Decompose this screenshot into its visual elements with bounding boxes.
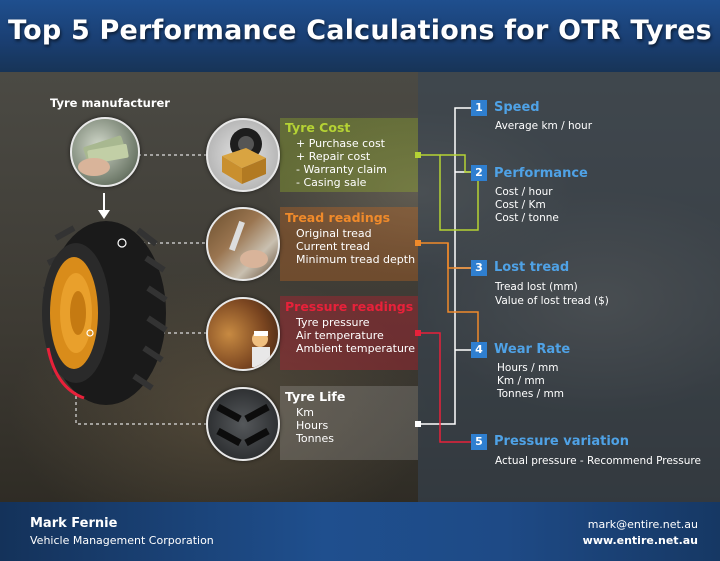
band-tyre-cost bbox=[280, 118, 418, 192]
calc-number: 5 bbox=[471, 434, 487, 450]
calc-line: Value of lost tread ($) bbox=[495, 295, 609, 307]
category-title-tread-readings: Tread readings bbox=[285, 210, 391, 225]
tyre-cost-item: + Purchase cost bbox=[296, 137, 385, 150]
tyre-life-item: Hours bbox=[296, 419, 329, 432]
footer-bar: Mark Fernie Vehicle Management Corporati… bbox=[0, 502, 720, 561]
tread-gauge-icon bbox=[206, 207, 280, 281]
category-title-tyre-cost: Tyre Cost bbox=[285, 120, 351, 135]
tyre-cost-item: - Casing sale bbox=[296, 176, 367, 189]
band-tread-readings bbox=[280, 207, 418, 281]
pressure-gauge-icon bbox=[206, 297, 280, 371]
tyre-box-icon bbox=[206, 118, 280, 192]
tyre-cost-item: - Warranty claim bbox=[296, 163, 387, 176]
calc-line: Km / mm bbox=[497, 375, 545, 387]
calc-line: Tonnes / mm bbox=[497, 388, 564, 400]
header-bar: Top 5 Performance Calculations for OTR T… bbox=[0, 0, 720, 72]
tyre-cost-item: + Repair cost bbox=[296, 150, 371, 163]
pressure-item: Air temperature bbox=[296, 329, 384, 342]
calc-line: Cost / hour bbox=[495, 186, 553, 198]
website-link[interactable]: www.entire.net.au bbox=[582, 534, 698, 547]
tread-item: Minimum tread depth bbox=[296, 253, 416, 266]
manufacturer-label: Tyre manufacturer bbox=[50, 96, 170, 110]
calc-line: Average km / hour bbox=[495, 120, 593, 132]
category-title-tyre-life: Tyre Life bbox=[285, 389, 346, 404]
calc-title-speed: Speed bbox=[494, 100, 540, 115]
tread-item: Original tread bbox=[296, 227, 372, 240]
tyre-life-item: Km bbox=[296, 406, 314, 419]
calc-line: Actual pressure - Recommend Pressure bbox=[495, 455, 701, 467]
money-hand-icon bbox=[70, 117, 140, 187]
otr-tyre-icon bbox=[34, 218, 168, 408]
band-tyre-life bbox=[280, 386, 418, 460]
pressure-item: Ambient temperature bbox=[296, 342, 415, 355]
calculations-panel bbox=[418, 72, 720, 502]
category-title-pressure-readings: Pressure readings bbox=[285, 299, 414, 314]
author-name: Mark Fernie bbox=[30, 516, 118, 531]
calc-title-wear-rate: Wear Rate bbox=[494, 342, 571, 357]
email-link[interactable]: mark@entire.net.au bbox=[587, 518, 698, 531]
calc-line: Hours / mm bbox=[497, 362, 559, 374]
calc-line: Cost / Km bbox=[495, 199, 546, 211]
calc-number: 4 bbox=[471, 342, 487, 358]
calc-number: 3 bbox=[471, 260, 487, 276]
tyre-life-item: Tonnes bbox=[296, 432, 335, 445]
calc-line: Tread lost (mm) bbox=[495, 281, 578, 293]
calc-number: 1 bbox=[471, 100, 487, 116]
tyre-tread-icon bbox=[206, 387, 280, 461]
calc-line: Cost / tonne bbox=[495, 212, 559, 224]
calc-title-lost-tread: Lost tread bbox=[494, 260, 570, 275]
company-name: Vehicle Management Corporation bbox=[30, 534, 214, 547]
band-pressure-readings bbox=[280, 296, 418, 370]
tread-item: Current tread bbox=[296, 240, 370, 253]
pressure-item: Tyre pressure bbox=[296, 316, 370, 329]
calc-number: 2 bbox=[471, 165, 487, 181]
calc-title-pressure-variation: Pressure variation bbox=[494, 434, 629, 449]
calc-title-performance: Performance bbox=[494, 166, 588, 181]
page-title: Top 5 Performance Calculations for OTR T… bbox=[8, 15, 712, 46]
